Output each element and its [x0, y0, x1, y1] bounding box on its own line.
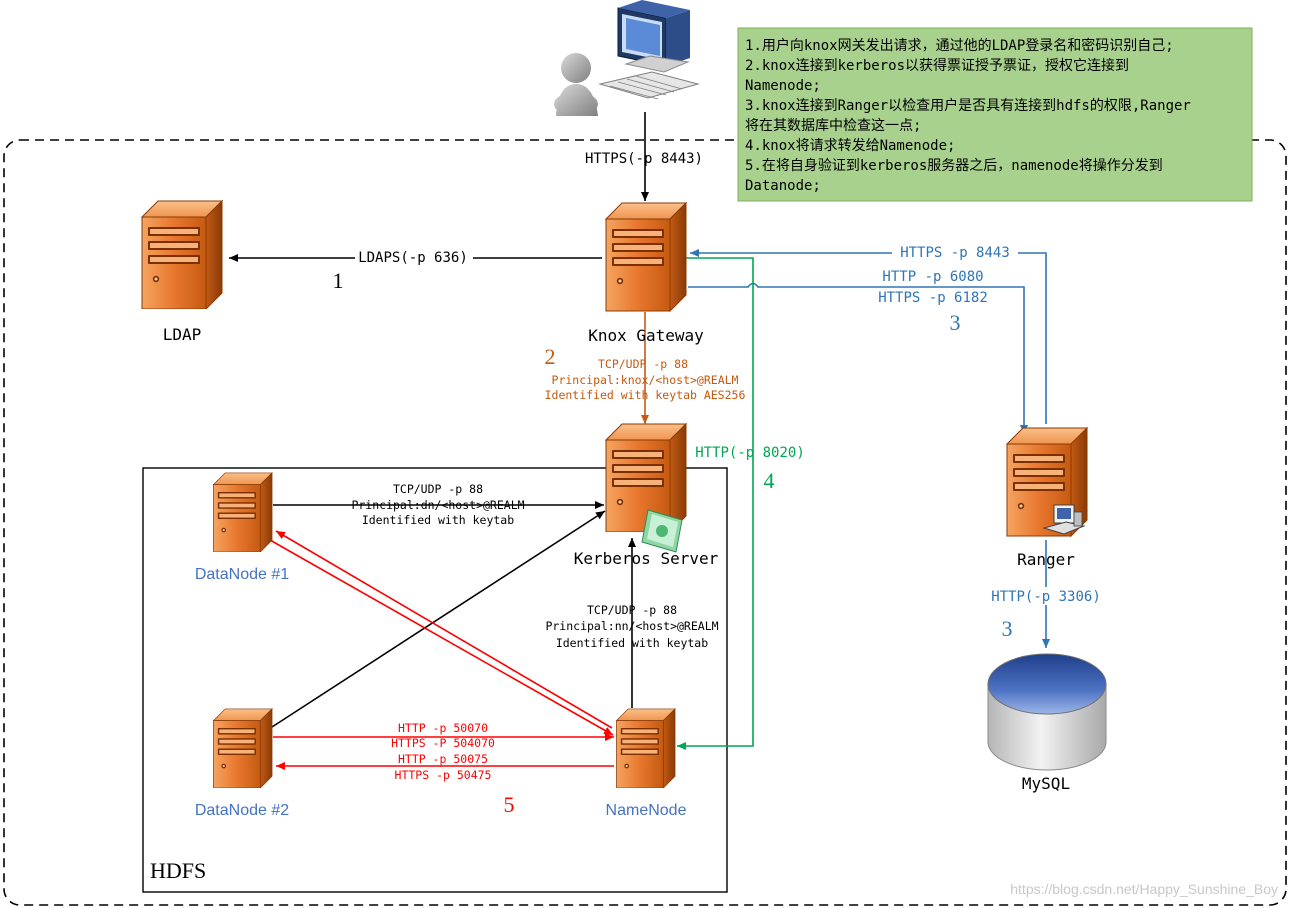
label-dn-krb-3: Identified with keytab [362, 513, 514, 527]
note-line-3: Namenode; [745, 78, 821, 94]
knox-label: Knox Gateway [588, 326, 704, 345]
note-line-6: 4.knox将请求转发给Namenode; [745, 138, 955, 154]
hdfs-region-label: HDFS [150, 858, 206, 883]
notes-text: 1.用户向knox网关发出请求，通过他的LDAP登录名和密码识别自己; 2.kn… [745, 37, 1191, 194]
edge-ranger-knox [690, 249, 1047, 424]
label-dn2-nn-4: HTTPS -p 50475 [395, 768, 492, 782]
label-nn-krb-3: Identified with keytab [556, 636, 708, 650]
label-dn-krb-2: Principal:dn/<host>@REALM [351, 498, 524, 512]
step-2: 2 [545, 344, 556, 369]
label-knox-krb-1: TCP/UDP -p 88 [598, 357, 688, 371]
ldap-label: LDAP [163, 325, 202, 344]
label-mysql-port: HTTP(-p 3306) [991, 589, 1101, 605]
notes-box [737, 27, 1253, 202]
edge-knox-namenode [648, 257, 754, 750]
ranger-label: Ranger [1017, 550, 1075, 569]
datanode2-server-icon [213, 708, 273, 788]
label-knox-krb-3: Identified with keytab AES256 [545, 388, 746, 402]
hdfs-region-box [142, 467, 728, 893]
note-line-7: 5.在将自身验证到kerberos服务器之后，namenode将操作分发到 [745, 158, 1163, 174]
ranger-pc-icon [1042, 504, 1086, 535]
watermark: https://blog.csdn.net/Happy_Sunshine_Boy [1010, 881, 1278, 897]
edge-knox-ranger [688, 282, 1028, 434]
namenode-server-icon [616, 708, 676, 788]
step-5: 5 [504, 792, 515, 817]
datanode1-server-icon [213, 472, 273, 552]
edge-nn-dn1-a [275, 530, 613, 729]
note-line-8: Datanode; [745, 178, 821, 194]
label-nn-krb-2: Principal:nn/<host>@REALM [545, 619, 718, 633]
label-dn-krb-1: TCP/UDP -p 88 [393, 482, 483, 496]
kerberos-server-icon [605, 423, 687, 532]
client-computer-icon [598, 0, 700, 100]
step-1: 1 [333, 268, 344, 293]
kerberos-label: Kerberos Server [574, 549, 719, 568]
mysql-database-icon [987, 653, 1107, 771]
label-dn2-nn-1: HTTP -p 50070 [398, 721, 488, 735]
client-user-icon [554, 53, 598, 116]
datanode2-label: DataNode #2 [195, 802, 289, 819]
label-nn-krb-1: TCP/UDP -p 88 [587, 603, 677, 617]
note-line-4: 3.knox连接到Ranger以检查用户是否具有连接到hdfs的权限,Range… [745, 97, 1191, 114]
note-line-2: 2.knox连接到kerberos以获得票证授予票证，授权它连接到 [745, 57, 1129, 74]
outer-dashed-boundary [3, 139, 1287, 906]
label-knox-krb-2: Principal:knox/<host>@REALM [552, 373, 739, 387]
step-4: 4 [764, 468, 775, 493]
label-http-8020: HTTP(-p 8020) [695, 445, 805, 461]
ldap-server-icon [141, 200, 223, 309]
step-3-ranger: 3 [950, 310, 961, 335]
step-3-mysql: 3 [1002, 616, 1013, 641]
label-ldaps: LDAPS(-p 636) [358, 250, 468, 266]
ticket-icon [641, 509, 683, 553]
note-line-1: 1.用户向knox网关发出请求，通过他的LDAP登录名和密码识别自己; [745, 37, 1174, 54]
label-dn2-nn-2: HTTPS -P 504070 [391, 736, 495, 750]
edge-dn1-nn-b [269, 539, 614, 736]
label-https-client: HTTPS(-p 8443) [585, 151, 703, 167]
label-dn2-nn-3: HTTP -p 50075 [398, 752, 488, 766]
label-ranger-3: HTTPS -p 6182 [878, 290, 988, 306]
datanode1-label: DataNode #1 [195, 566, 289, 583]
knox-server-icon [605, 202, 687, 312]
note-line-5: 将在其数据库中检查这一点; [745, 117, 921, 134]
mysql-label: MySQL [1022, 774, 1070, 793]
label-ranger-2: HTTP -p 6080 [882, 269, 983, 285]
label-ranger-1: HTTPS -p 8443 [900, 245, 1010, 261]
edge-dn2-kerberos [271, 510, 606, 728]
namenode-label: NameNode [606, 802, 687, 819]
